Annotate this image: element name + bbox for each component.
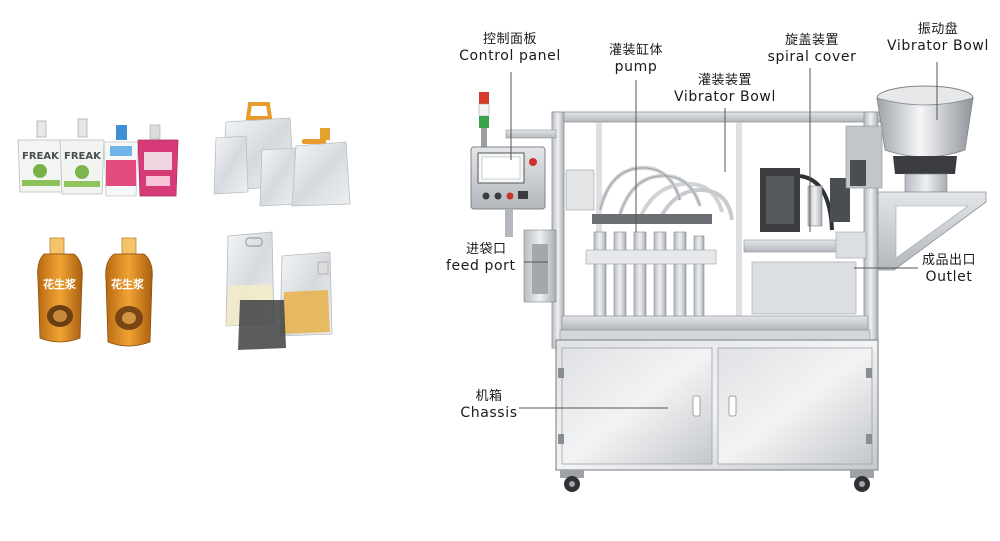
spiral-cover-label-en: spiral cover bbox=[767, 48, 857, 65]
spout-pouch-blue-pink bbox=[103, 125, 139, 197]
spout-pouch-freak-green-a: FREAK bbox=[17, 120, 65, 193]
feed-port-label-cn: 进袋口 bbox=[466, 242, 507, 257]
filling-label-cn: 灌装装置 bbox=[697, 73, 752, 88]
vibrator-bowl-label-cn: 振动盘 bbox=[917, 22, 959, 37]
filling-pump-mechanism bbox=[565, 165, 734, 319]
outlet-label-cn: 成品出口 bbox=[921, 253, 976, 268]
freak-b-brand-text: FREAK bbox=[64, 151, 102, 162]
spiral-cover-label-cn: 旋盖装置 bbox=[784, 33, 839, 48]
spout-pouch-pink bbox=[137, 124, 179, 197]
spout-pouch-freak-green-b: FREAK bbox=[59, 118, 105, 195]
control-panel-label: 控制面板 Control panel bbox=[450, 32, 570, 64]
outlet-chute-bracket bbox=[835, 191, 987, 271]
filling-label: 灌装装置 Vibrator Bowl bbox=[662, 73, 788, 105]
feed-port-label: 进袋口 feed port bbox=[446, 242, 530, 274]
chassis-label-en: Chassis bbox=[460, 404, 518, 421]
pump-label-cn: 灌装缸体 bbox=[608, 43, 663, 58]
clear-stand-up-pouch-dark bbox=[238, 300, 286, 350]
chassis-cabinet bbox=[555, 339, 879, 471]
control-panel-label-cn: 控制面板 bbox=[482, 32, 537, 47]
peanut-b-brand-text: 花生浆 bbox=[111, 277, 145, 291]
caster-wheels bbox=[560, 470, 874, 492]
vibrator-bowl bbox=[845, 85, 974, 193]
worktable bbox=[559, 315, 871, 341]
feed-port bbox=[523, 229, 557, 303]
feed-port-label-en: feed port bbox=[446, 257, 516, 274]
outlet-label-en: Outlet bbox=[925, 268, 973, 285]
vibrator-bowl-label: 振动盘 Vibrator Bowl bbox=[880, 22, 996, 54]
spiral-cover-label: 旋盖装置 spiral cover bbox=[760, 33, 864, 65]
callout-leader-lines bbox=[510, 62, 938, 409]
signal-light-tower bbox=[478, 92, 490, 148]
control-panel-label-en: Control panel bbox=[459, 47, 561, 64]
spout-pouch-peanut-a: 花生浆 bbox=[37, 237, 83, 343]
filling-label-en: Vibrator Bowl bbox=[674, 88, 776, 105]
freak-a-brand-text: FREAK bbox=[22, 151, 60, 162]
control-panel-unit bbox=[470, 146, 546, 237]
pump-label-en: pump bbox=[614, 58, 658, 75]
outlet-label: 成品出口 Outlet bbox=[914, 253, 984, 285]
spout-pouch-peanut-b: 花生浆 bbox=[105, 237, 153, 347]
clear-stand-up-pouch-orange-juice bbox=[279, 251, 333, 337]
chassis-label-cn: 机箱 bbox=[475, 389, 503, 404]
vibrator-bowl-label-en: Vibrator Bowl bbox=[887, 37, 989, 54]
clear-pouch-group-small bbox=[213, 128, 351, 207]
pump-label: 灌装缸体 pump bbox=[594, 43, 678, 75]
peanut-a-brand-text: 花生浆 bbox=[43, 277, 77, 291]
spiral-cover-mechanism bbox=[743, 168, 861, 315]
chassis-label: 机箱 Chassis bbox=[456, 389, 522, 421]
